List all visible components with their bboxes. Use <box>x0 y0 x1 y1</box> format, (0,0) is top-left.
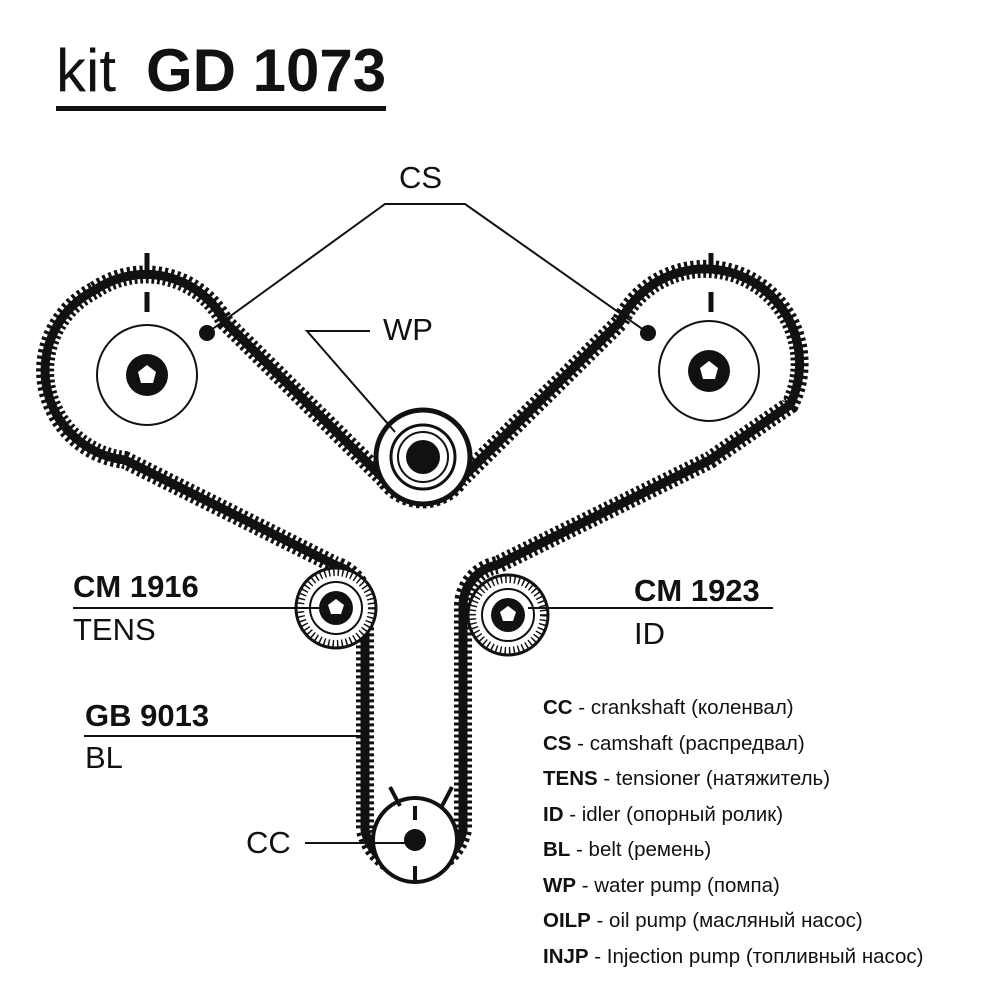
legend-key: OILP <box>543 909 591 932</box>
idler-pulley <box>466 573 550 657</box>
tensioner-part-number: CM 1916 <box>73 569 199 604</box>
legend-key: INJP <box>543 944 589 968</box>
legend-item: WP - water pump (помпа) <box>543 868 924 904</box>
legend-desc: - idler (опорный ролик) <box>563 802 784 826</box>
kit-code: GD 1073 <box>146 37 387 104</box>
legend-item: BL - belt (ремень) <box>543 832 924 868</box>
right-camshaft-mark-dot <box>640 325 656 341</box>
cc-callout-label: CC <box>246 825 291 860</box>
water-pump-pulley <box>373 407 473 507</box>
crankshaft-pulley <box>371 786 459 884</box>
legend-item: TENS - tensioner (натяжитель) <box>543 761 924 797</box>
wp-callout-line <box>304 330 396 433</box>
kit-title: kit GD 1073 <box>56 36 387 111</box>
legend-item: CS - camshaft (распредвал) <box>543 726 924 762</box>
abbreviation-legend: CC - crankshaft (коленвал) CS - camshaft… <box>543 690 924 974</box>
cs-callout-label: CS <box>399 160 443 195</box>
legend-key: BL <box>543 838 571 861</box>
idler-part-number: CM 1923 <box>634 573 760 608</box>
left-camshaft-mark-dot <box>199 325 215 341</box>
idler-abbr: ID <box>634 616 665 651</box>
legend-key: ID <box>543 802 564 826</box>
right-camshaft-pulley <box>658 253 760 422</box>
legend-item: CC - crankshaft (коленвал) <box>543 690 924 726</box>
tensioner-pulley <box>294 566 378 650</box>
legend-item: INJP - Injection pump (топливный насос) <box>543 939 924 975</box>
legend-desc: - crankshaft (коленвал) <box>572 696 794 719</box>
legend-desc: - oil pump (масляный насос) <box>590 909 863 932</box>
legend-desc: - water pump (помпа) <box>576 873 780 897</box>
legend-desc: - Injection pump (топливный насос) <box>588 944 924 968</box>
cs-callout-lines <box>206 203 649 334</box>
legend-desc: - tensioner (натяжитель) <box>597 767 831 790</box>
belt-abbr: BL <box>85 740 123 775</box>
tensioner-abbr: TENS <box>73 612 156 647</box>
kit-prefix: kit <box>56 37 116 104</box>
legend-key: TENS <box>543 767 598 790</box>
left-camshaft-pulley <box>96 253 198 426</box>
legend-item: ID - idler (опорный ролик) <box>543 797 924 833</box>
legend-desc: - camshaft (распредвал) <box>571 731 805 755</box>
legend-key: CC <box>543 696 573 719</box>
part-leader-lines <box>73 607 773 844</box>
wp-callout-label: WP <box>383 312 433 347</box>
legend-desc: - belt (ремень) <box>570 838 712 861</box>
belt-part-number: GB 9013 <box>85 698 210 733</box>
legend-key: WP <box>543 873 577 897</box>
legend-key: CS <box>543 731 572 755</box>
legend-item: OILP - oil pump (масляный насос) <box>543 903 924 939</box>
